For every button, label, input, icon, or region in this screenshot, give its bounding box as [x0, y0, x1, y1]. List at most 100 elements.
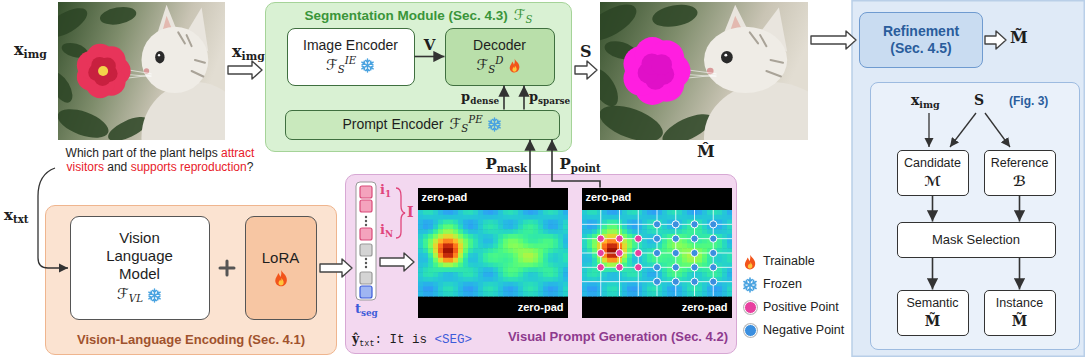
heat-cell: [553, 248, 559, 253]
heat-cell: [518, 224, 524, 229]
heat-cell: [433, 262, 439, 267]
heat-cell: [508, 281, 514, 286]
heat-cell: [607, 272, 613, 277]
heat-cell: [553, 214, 559, 219]
text-run: ŷ: [352, 331, 359, 346]
heat-cell: [687, 257, 693, 262]
text-line: Semantic: [906, 296, 958, 311]
heat-cell: [438, 286, 444, 291]
heat-cell: [448, 281, 454, 286]
heat-cell: [473, 267, 479, 272]
heat-cell: [727, 224, 732, 229]
heat-cell: [563, 233, 568, 238]
heat-cell: [518, 267, 524, 272]
free-label: xtxt: [4, 206, 28, 225]
connector: [529, 140, 531, 188]
heat-cell: [478, 291, 484, 296]
prompt-point: [709, 220, 716, 227]
heat-cell: [423, 267, 429, 272]
heat-cell: [727, 267, 732, 272]
flower-petal: [649, 40, 684, 75]
heat-cell: [448, 276, 454, 281]
text-run: point: [571, 162, 601, 174]
heat-cell: [667, 229, 673, 234]
heat-cell: [468, 233, 474, 238]
free-label: M̂: [697, 142, 715, 161]
heat-cell: [543, 272, 549, 277]
heat-cell: [677, 243, 683, 248]
heat-cell: [468, 267, 474, 272]
text-run: LoRA: [262, 249, 300, 266]
heat-cell: [438, 267, 444, 272]
heat-cell: [438, 291, 444, 296]
token: [360, 244, 372, 256]
heat-cell: [493, 219, 499, 224]
output-box: InstanceM̃: [984, 290, 1056, 336]
photo: [58, 2, 225, 140]
heat-cell: [508, 276, 514, 281]
heat-cell: [528, 286, 534, 291]
prompt-point: [597, 249, 604, 256]
heat-cell: [473, 233, 479, 238]
heat-cell: [488, 253, 494, 258]
heat-cell: [677, 291, 683, 296]
text-run: and: [104, 160, 131, 174]
heat-cell: [607, 238, 613, 243]
heat-cell: [602, 286, 608, 291]
heat-cell: [468, 272, 474, 277]
heatmap: Pmaskzero-padzero-pad: [418, 188, 568, 318]
node-text: Prompt Encoder: [342, 116, 443, 133]
heat-cell: [632, 281, 638, 286]
heat-cell: [458, 233, 464, 238]
text-run: M̃: [925, 313, 941, 329]
heat-cell: [727, 210, 732, 215]
heat-cell: [682, 224, 688, 229]
text-run: x: [4, 206, 13, 224]
heat-cell: [498, 272, 504, 277]
label-slot: iN: [380, 222, 393, 239]
point-grid: [582, 210, 732, 296]
leaf: [58, 2, 92, 43]
heat-cell: [563, 262, 568, 267]
heat-cell: [518, 272, 524, 277]
heat-cell: [533, 243, 539, 248]
heat-cell: [722, 229, 728, 234]
prompt-point: [709, 263, 716, 270]
heat-cell: [433, 272, 439, 277]
legend-row: Frozen: [742, 273, 844, 296]
heat-cell: [538, 257, 544, 262]
heat-cell: [448, 233, 454, 238]
heat-cell: [523, 210, 529, 215]
heat-cell: [533, 219, 539, 224]
heat-cell: [702, 267, 708, 272]
heat-cell: [702, 243, 708, 248]
heat-cell: [582, 229, 588, 234]
heat-cell: [722, 210, 728, 215]
flame-outer: [510, 59, 520, 73]
label-slot: V: [424, 36, 436, 54]
heat-cell: [448, 224, 454, 229]
text-line: Pmask: [486, 155, 527, 174]
text-run: S: [580, 42, 592, 61]
heat-cell: [478, 276, 484, 281]
heat-cell: [488, 262, 494, 267]
heat-cell: [543, 253, 549, 258]
heat-cell: [498, 243, 504, 248]
heat-cell: [662, 214, 668, 219]
heat-cell: [558, 267, 564, 272]
heat-cell: [428, 286, 434, 291]
heat-cell: [468, 238, 474, 243]
heat-cell: [423, 214, 429, 219]
prompt-point: [653, 278, 660, 285]
node-text: Segmentation Module (Sec. 4.3): [304, 8, 507, 24]
heat-cell: [428, 281, 434, 286]
leaf: [600, 2, 642, 48]
node-text: Mask Selection: [932, 232, 1020, 248]
heat-cell: [627, 210, 633, 215]
text-run: Prompt Encoder: [342, 116, 443, 132]
connector: [932, 196, 934, 222]
text-run: ℱ: [450, 115, 462, 133]
heat-cell: [642, 224, 648, 229]
heat-cell: [533, 272, 539, 277]
connector: [523, 86, 525, 110]
